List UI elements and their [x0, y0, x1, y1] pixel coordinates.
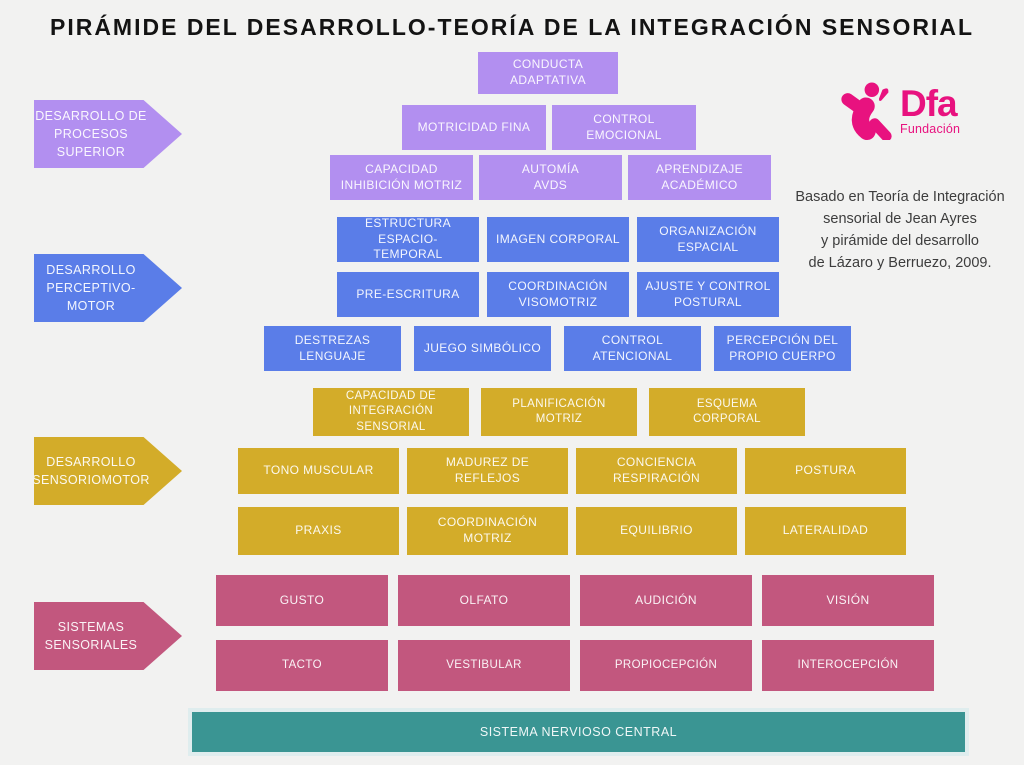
pyramid-box: CAPACIDAD INHIBICIÓN MOTRIZ: [330, 155, 473, 200]
pyramid-box: CONTROL EMOCIONAL: [552, 105, 696, 150]
pyramid-box: VESTIBULAR: [398, 640, 570, 691]
pyramid-box: PRAXIS: [238, 507, 399, 555]
attribution-line: de Lázaro y Berruezo, 2009.: [808, 255, 992, 272]
dfa-logo-name: Dfa: [900, 83, 958, 124]
pyramid-box: AUTOMÍA AVDS: [479, 155, 622, 200]
attribution-line: Basado en Teoría de Integración: [795, 189, 1005, 205]
pyramid-box: VISIÓN: [762, 575, 934, 626]
pyramid-box: COORDINACIÓN MOTRIZ: [407, 507, 568, 555]
pyramid-box: EQUILIBRIO: [576, 507, 737, 555]
pyramid-box: AJUSTE Y CONTROL POSTURAL: [637, 272, 779, 317]
pyramid-box: CONTROL ATENCIONAL: [564, 326, 701, 371]
pyramid-box: JUEGO SIMBÓLICO: [414, 326, 551, 371]
pyramid-row-1: CONDUCTA ADAPTATIVA: [478, 52, 618, 94]
page-title: PIRÁMIDE DEL DESARROLLO-TEORÍA DE LA INT…: [49, 14, 974, 40]
pyramid-row-6: DESTREZAS LENGUAJE JUEGO SIMBÓLICO CONTROL…: [264, 326, 851, 371]
pyramid-box: CAPACIDAD DE INTEGRACIÓN SENSORIAL: [313, 388, 469, 436]
pyramid-box: OLFATO: [398, 575, 570, 626]
pyramid-box: TACTO: [216, 640, 388, 691]
pyramid-box: IMAGEN CORPORAL: [487, 217, 629, 262]
pyramid-box: PRE-ESCRITURA: [337, 272, 479, 317]
attribution-line: y pirámide del desarrollo: [821, 233, 979, 250]
pyramid-box: GUSTO: [216, 575, 388, 626]
pyramid-box: PROPIOCEPCIÓN: [580, 640, 752, 691]
pyramid-box: PLANIFICACIÓN MOTRIZ: [481, 388, 637, 436]
pyramid-box: MOTRICIDAD FINA: [402, 105, 546, 150]
pyramid-box: ORGANIZACIÓN ESPACIAL: [637, 217, 779, 262]
pyramid-box: APRENDIZAJE ACADÉMICO: [628, 155, 771, 200]
pyramid-box: AUDICIÓN: [580, 575, 752, 626]
pyramid-box: CONCIENCIA RESPIRACIÓN: [576, 448, 737, 494]
stage-arrow-procesos-superior: DESARROLLO DE PROCESOS SUPERIOR: [34, 100, 182, 168]
attribution-text: Basado en Teoría de Integración sensoria…: [780, 186, 1020, 274]
dfa-logo-text: Dfa Fundación: [900, 83, 961, 137]
dfa-logo: Dfa Fundación: [838, 82, 968, 146]
pyramid-box: ESTRUCTURA ESPACIO-TEMPORAL: [337, 216, 479, 262]
pyramid-box: POSTURA: [745, 448, 906, 494]
stage-arrow-sistemas-sensoriales: SISTEMAS SENSORIALES: [34, 602, 182, 670]
dfa-person-icon: [841, 82, 892, 140]
attribution-line: sensorial de Jean Ayres: [823, 211, 977, 228]
pyramid-box: CONDUCTA ADAPTATIVA: [478, 52, 618, 94]
pyramid-box: LATERALIDAD: [745, 507, 906, 555]
pyramid-box: INTEROCEPCIÓN: [762, 640, 934, 691]
stage-arrow-sensoriomotor: DESARROLLO SENSORIOMOTOR: [34, 437, 182, 505]
pyramid-box: ESQUEMA CORPORAL: [649, 388, 805, 436]
base-bar-sistema-nervioso-central: SISTEMA NERVIOSO CENTRAL: [192, 712, 965, 752]
pyramid-box: TONO MUSCULAR: [238, 448, 399, 494]
stage-arrow-perceptivo-motor: DESARROLLO PERCEPTIVO- MOTOR: [34, 254, 182, 322]
pyramid-box: MADUREZ DE REFLEJOS: [407, 448, 568, 494]
dfa-logo-subtitle: Fundación: [900, 122, 961, 137]
pyramid-box: COORDINACIÓN VISOMOTRIZ: [487, 272, 629, 317]
pyramid-box: DESTREZAS LENGUAJE: [264, 326, 401, 371]
pyramid-box: PERCEPCIÓN DEL PROPIO CUERPO: [714, 326, 851, 371]
